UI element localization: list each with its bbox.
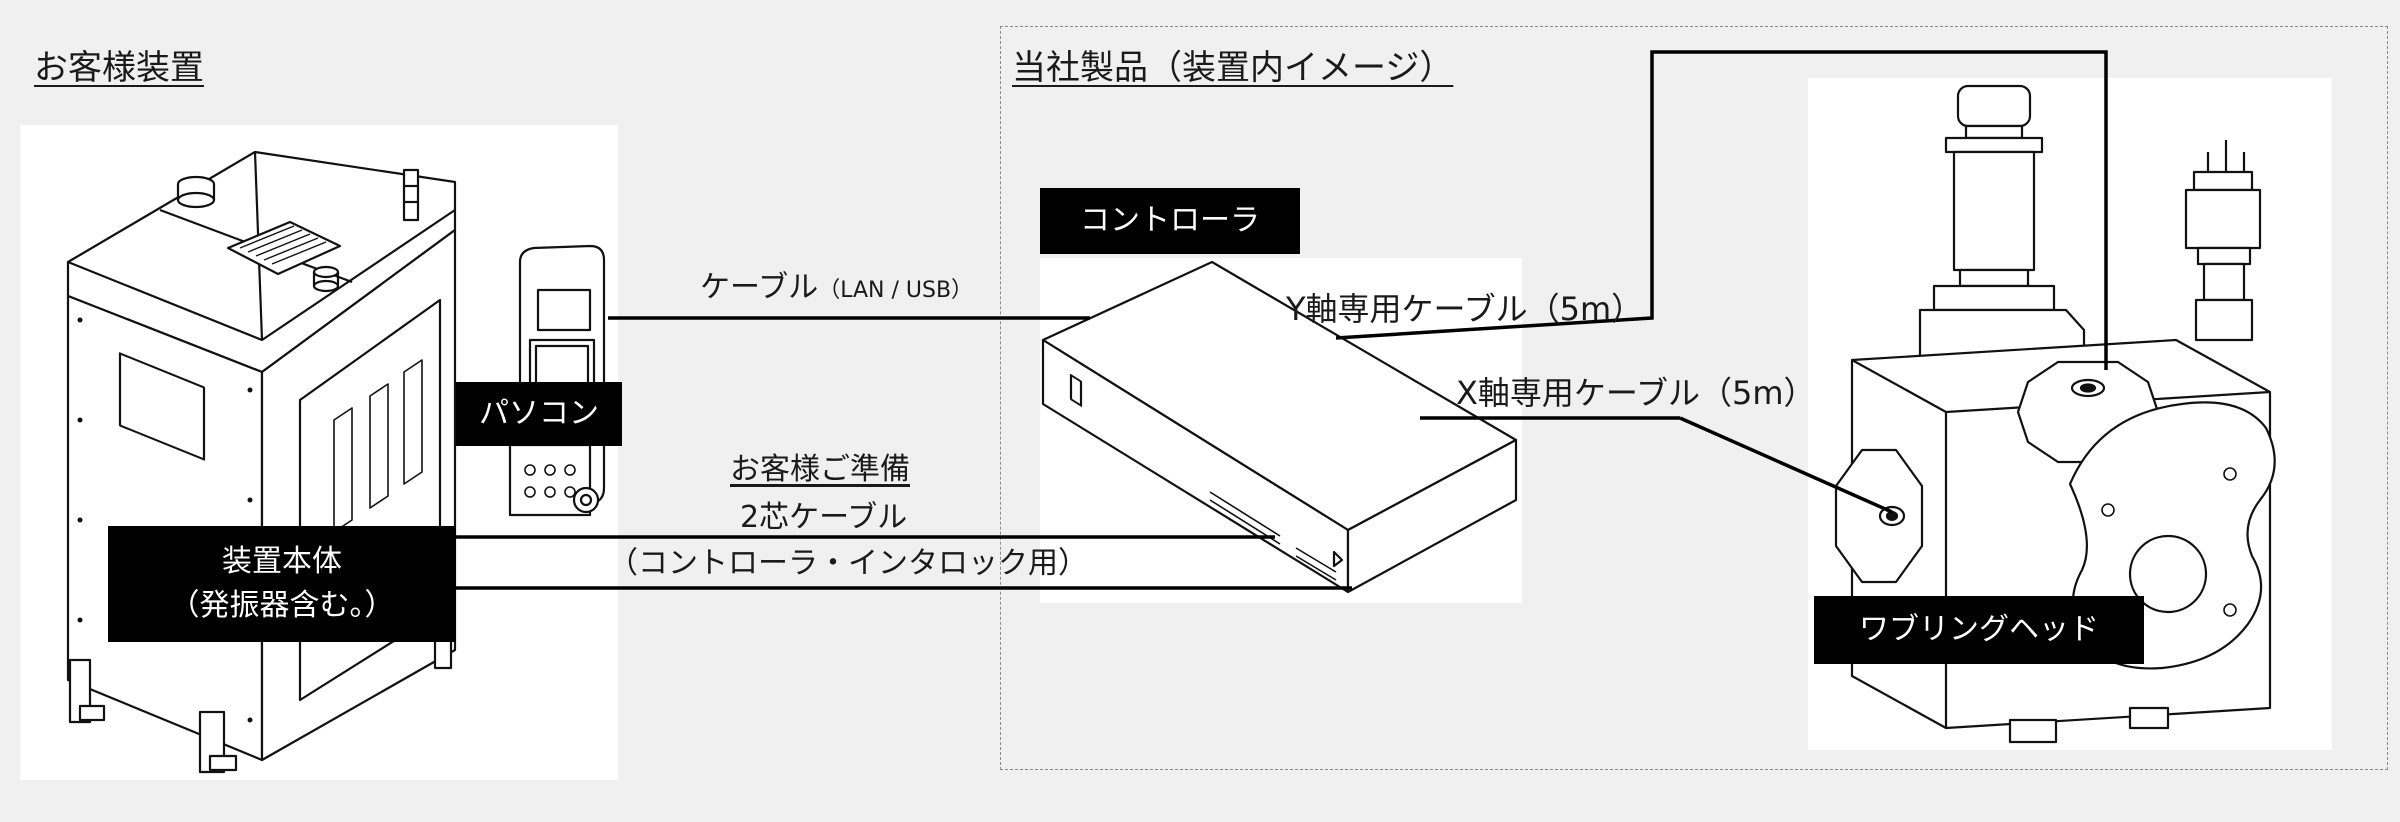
lan-cable-main: ケーブル [700, 270, 819, 305]
main-unit-label: 装置本体 （発振器含む。） [108, 526, 456, 642]
lan-cable-label: ケーブル（LAN / USB） [700, 262, 973, 306]
machine-illustration [66, 150, 457, 774]
pc-label: パソコン [456, 382, 622, 446]
interlock-label: （コントローラ・インタロック用） [608, 546, 1088, 581]
product-area-frame [1000, 26, 2388, 770]
customer-equipment-heading: お客様装置 [34, 48, 204, 88]
controller-label-text: コントローラ [1080, 203, 1260, 238]
wobbling-head-label-text: ワブリングヘッド [1859, 612, 2099, 647]
pc-label-text: パソコン [479, 396, 599, 431]
controller-label: コントローラ [1040, 188, 1300, 254]
two-core-cable-label: 2芯ケーブル [740, 500, 908, 535]
y-axis-cable-label: Y軸専用ケーブル（5m） [1286, 290, 1644, 328]
y-axis-cable-line [1335, 50, 2108, 370]
cable-lines [455, 50, 2108, 590]
lan-cable-sub: （LAN / USB） [818, 278, 974, 303]
wobbling-head-label: ワブリングヘッド [1814, 596, 2144, 664]
x-axis-cable-line-b [1679, 416, 1893, 514]
x-axis-cable-label: X軸専用ケーブル（5m） [1456, 374, 1816, 412]
controller-illustration [1041, 260, 1518, 594]
pc-illustration [508, 244, 606, 517]
our-product-heading: 当社製品（装置内イメージ） [1012, 48, 1454, 88]
main-unit-label-line1: 装置本体 [222, 544, 342, 579]
customer-prepare-label: お客様ご準備 [730, 452, 910, 487]
main-unit-label-line2: （発振器含む。） [169, 588, 395, 623]
